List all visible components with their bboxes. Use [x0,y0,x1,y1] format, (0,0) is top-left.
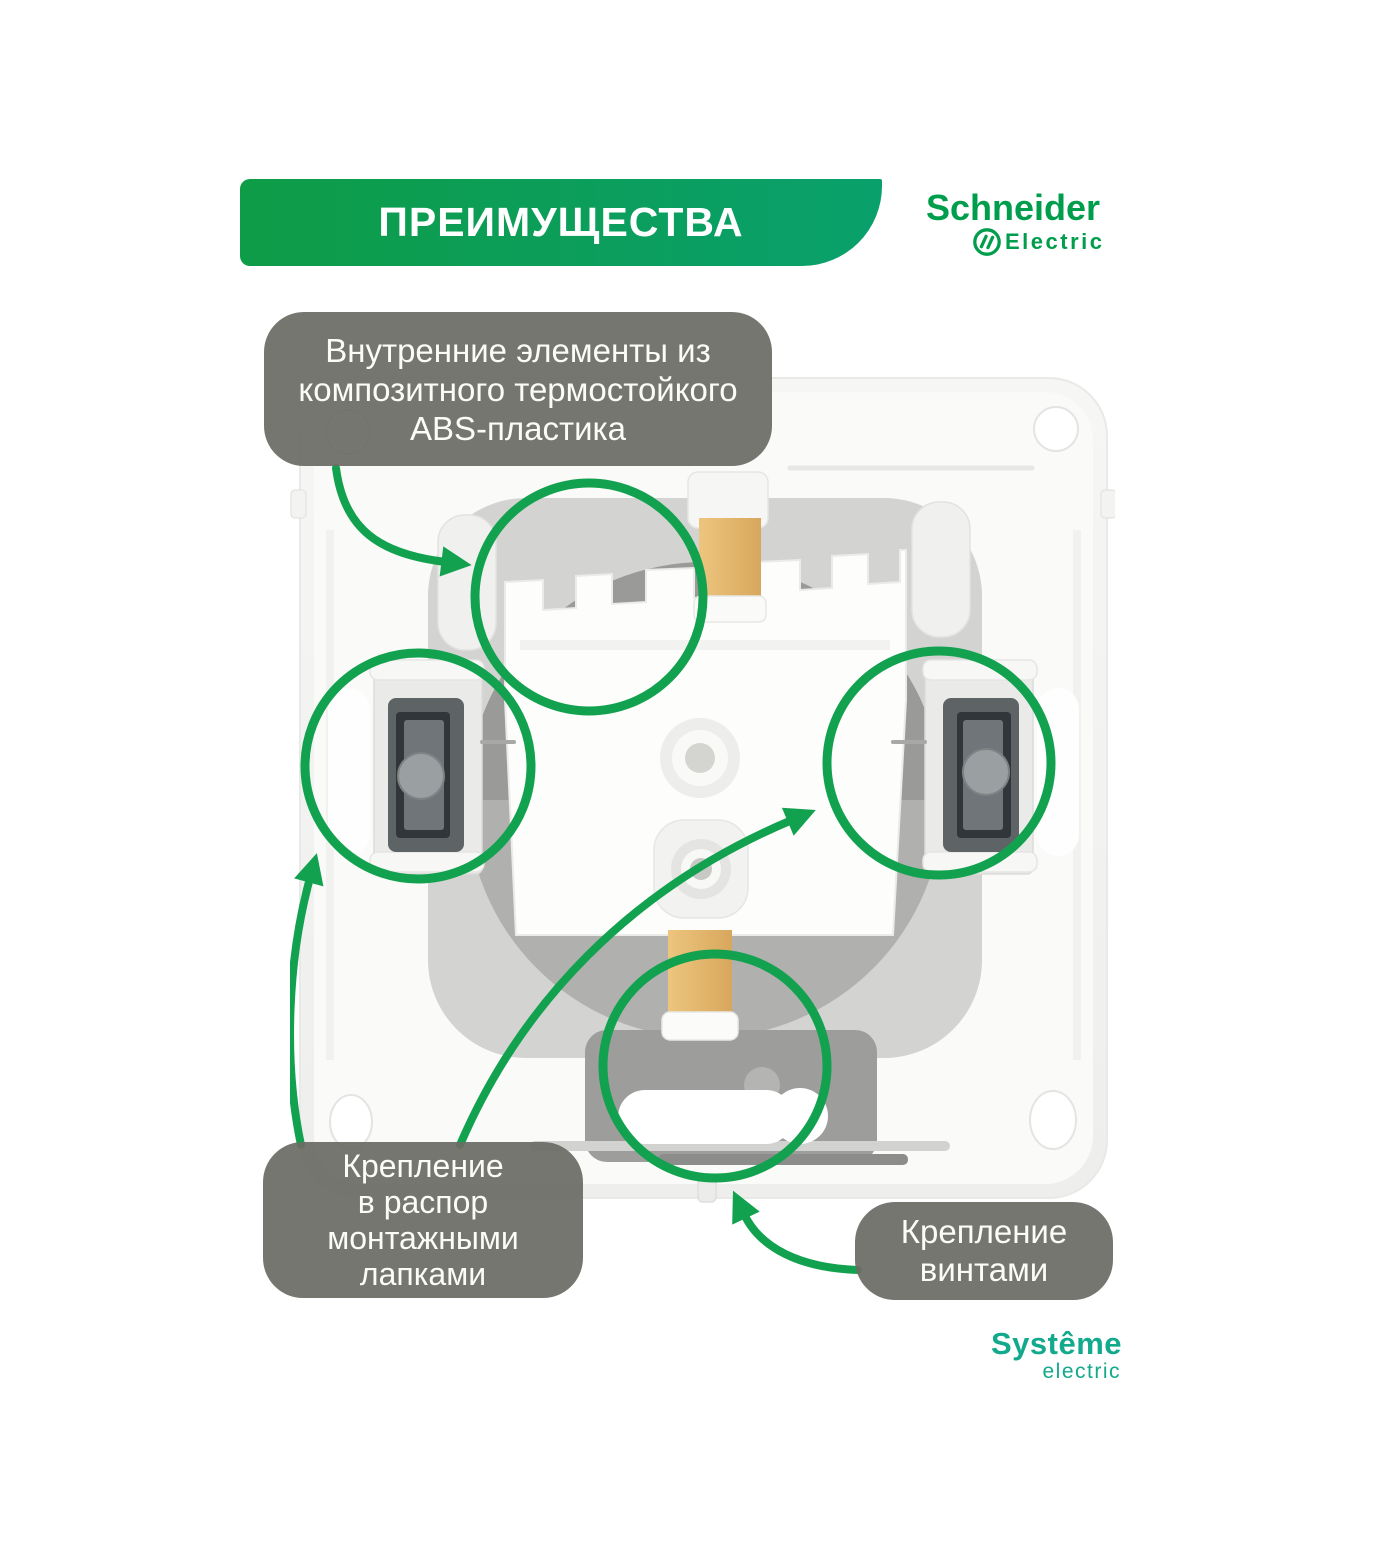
center-screw-bosses [653,718,749,919]
banner-title: ПРЕИМУЩЕСТВА [378,199,744,245]
callout-abs-plastic: Внутренние элементы из композитного терм… [264,312,772,466]
callout-line: Крепление [342,1148,504,1184]
screw-slot [618,1090,793,1144]
callout-arrows [290,464,862,1274]
highlight-circle-screw [598,949,832,1183]
arrow-to-abs [332,464,472,577]
arrow-to-screw [732,1190,862,1274]
product-photo-socket-back [290,377,1115,1274]
schneider-logo-icon [973,228,1001,256]
callout-line: Крепление [900,1213,1068,1250]
right-mounting-claw [891,659,1079,875]
systeme-electric-logo: Systême electric [952,1328,1122,1382]
arrow-to-right-claw [456,807,816,1149]
systeme-electric-wordmark: electric [1042,1360,1121,1383]
callout-line: монтажными [327,1220,519,1256]
electric-wordmark: Electric [1005,229,1105,254]
callout-line: лапками [359,1256,487,1292]
callout-line: винтами [919,1251,1049,1288]
schneider-electric-logo: Schneider Electric [926,190,1146,257]
advantages-banner: ПРЕИМУЩЕСТВА [240,179,882,266]
highlight-circles [300,478,1056,1183]
highlight-circle-left-claw [300,648,536,884]
brass-contact-bottom [668,930,732,1020]
arrow-to-left-claw [290,853,324,1149]
brass-contact-top [699,518,761,604]
systeme-wordmark: Systême [990,1326,1122,1361]
callout-line: в распор [357,1184,489,1220]
callout-screws: Крепление винтами [855,1202,1113,1300]
highlight-circle-right-claw [822,646,1056,880]
left-mounting-claw [328,659,516,875]
schneider-wordmark: Schneider [926,187,1101,228]
callout-line: Внутренние элементы из [325,331,711,369]
callout-mounting-claws: Крепление в распор монтажными лапками [263,1142,583,1298]
highlight-circle-abs [470,478,708,716]
callout-line: композитного термостойкого [298,370,738,408]
callout-line: ABS-пластика [409,409,627,447]
